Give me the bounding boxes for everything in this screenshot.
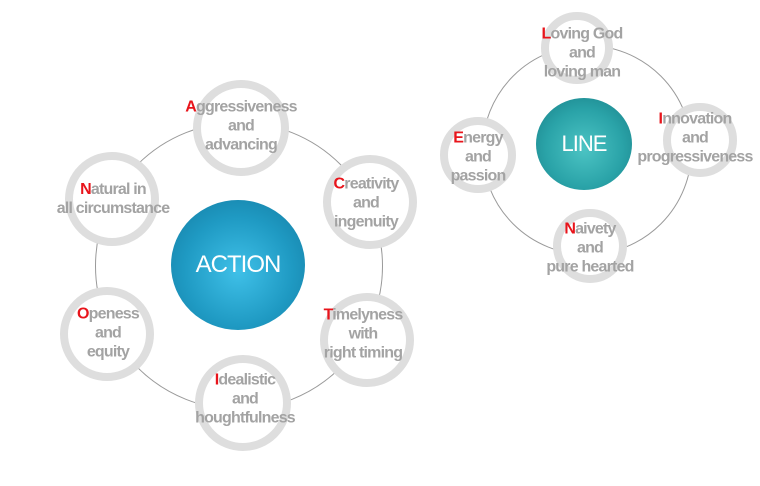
action-node-ring (65, 152, 159, 246)
line-node-ring (440, 117, 516, 193)
line-node-label: Naivety and pure hearted (546, 220, 634, 276)
action-node-label: Aggressiveness and advancing (185, 98, 297, 154)
line-node-ring (553, 209, 627, 283)
action-node-ring (320, 293, 414, 387)
action-hub: ACTION (171, 200, 305, 330)
action-node-ring (60, 287, 154, 381)
action-node-ring (323, 155, 417, 249)
line-hub: LINE (536, 98, 632, 190)
action-title: ACTION (195, 251, 282, 278)
action-node-ring (195, 355, 291, 451)
line-node-label: Innovation and progressiveness (637, 110, 753, 166)
action-node-ring (193, 80, 289, 176)
action-node-label: Natural in all circumstance (56, 181, 170, 217)
action-node-label: Timelyness with right timing (323, 306, 404, 362)
action-node-label: Idealistic and houghtfulness (195, 371, 296, 427)
action-node-label: Creativity and ingenuity (333, 175, 400, 231)
line-node-ring (541, 12, 613, 84)
line-node-label: Energy and passion (450, 129, 507, 185)
line-node-label: Loving God and loving man (541, 25, 624, 81)
action-node-label: Openess and equity (77, 305, 140, 361)
line-node-ring (663, 103, 737, 177)
line-title: LINE (561, 131, 608, 156)
